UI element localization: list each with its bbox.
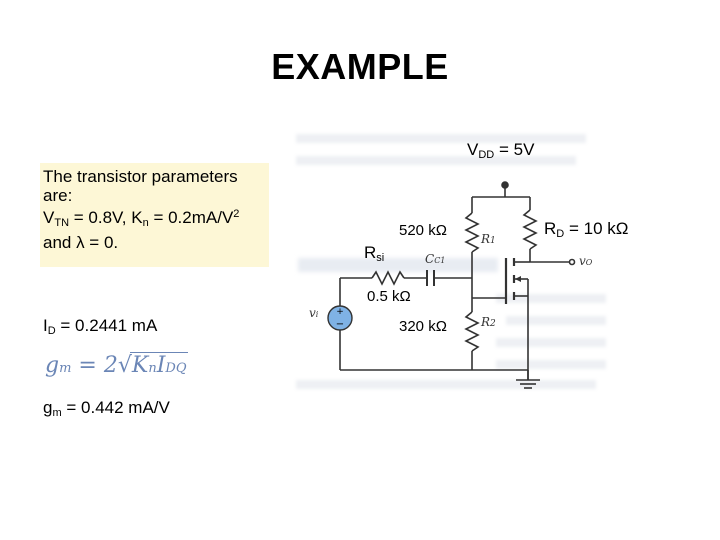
vtn-symbol: V [43, 208, 55, 227]
r2-value-label: 320 kΩ [399, 318, 447, 335]
kn-subscript: n [142, 217, 149, 229]
gm-value: = 0.442 mA/V [61, 398, 170, 417]
cc1-symbol: C [425, 252, 435, 266]
formula-i-sub: DQ [165, 361, 187, 376]
faded-line [496, 360, 606, 369]
cc1-subscript: C1 [434, 256, 446, 265]
formula-gm-sub: m [59, 361, 72, 376]
formula-k: K [131, 353, 149, 378]
formula-k-sub: n [148, 361, 157, 376]
circuit-wires [339, 181, 576, 389]
r1-name-label: R1 [481, 232, 496, 246]
r2-name-label: R2 [481, 315, 496, 329]
rsi-resistor [371, 270, 405, 286]
signal-source-icon [327, 305, 353, 331]
params-line-3: VTN = 0.8V, Kn = 0.2mA/V2 [43, 205, 269, 233]
rd-label: RD = 10 kΩ [544, 219, 628, 240]
vi-subscript: i [315, 310, 319, 319]
gm-symbol: g [43, 398, 53, 417]
slide-title: EXAMPLE [271, 46, 449, 87]
mosfet-arrow-icon [515, 276, 521, 282]
faded-line [496, 338, 606, 347]
vdd-symbol: V [467, 140, 479, 159]
formula-i: I [156, 353, 166, 378]
rd-symbol: R [544, 219, 557, 238]
kn-value: = 0.2m [148, 208, 206, 227]
vo-terminal [568, 258, 576, 266]
r2-symbol: R [481, 315, 491, 329]
rd-value: = 10 kΩ [564, 219, 629, 238]
source-plus-sign: + [336, 307, 344, 317]
source-minus-sign: − [336, 319, 344, 330]
gm-subscript: m [52, 407, 62, 419]
formula-radicand: KnIDQ [129, 352, 189, 378]
rsi-label: Rsi [364, 243, 384, 264]
transistor-parameters-box: The transistor parameters are: VTN = 0.8… [40, 163, 269, 267]
rd-subscript: D [556, 228, 565, 240]
id-symbol: I [43, 316, 48, 335]
r1-value-label: 520 kΩ [399, 222, 447, 239]
r1-subscript: 1 [490, 236, 496, 246]
faded-line [506, 316, 606, 325]
rsi-value-label: 0.5 kΩ [367, 288, 411, 305]
vi-symbol: v [309, 306, 316, 320]
params-line-4: and λ = 0. [43, 233, 119, 252]
r1-resistor [464, 212, 480, 253]
vdd-value: = 5V [494, 140, 535, 159]
id-subscript: D [47, 325, 56, 337]
vdd-label: VDD = 5V [467, 140, 534, 161]
params-line-2: are: [43, 186, 73, 205]
r2-subscript: 2 [490, 319, 496, 329]
transconductance-formula: gm = 2√KnIDQ [45, 352, 189, 378]
sqrt-symbol: √ [117, 353, 132, 378]
rsi-subscript: si [376, 252, 385, 264]
transconductance-result: gm = 0.442 mA/V [43, 398, 170, 419]
vo-subscript: O [585, 258, 593, 267]
faded-line [496, 294, 606, 303]
faded-line [296, 380, 596, 389]
faded-line [296, 134, 586, 143]
faded-line [296, 156, 576, 165]
drain-current-result: ID = 0.2441 mA [43, 316, 157, 337]
params-line-1: The transistor parameters [43, 167, 238, 186]
vo-label: vO [579, 254, 592, 268]
formula-equals: = 2 [71, 353, 118, 378]
cc1-label: CC1 [425, 252, 445, 266]
vtn-value: = 0.8V, K [69, 208, 143, 227]
id-value: = 0.2441 mA [55, 316, 158, 335]
vi-label: vi [309, 306, 318, 320]
kn-unit-exponent: 2 [233, 208, 240, 220]
faded-scan-background [296, 126, 606, 396]
r2-resistor [464, 311, 480, 352]
faded-line [298, 258, 498, 272]
vtn-subscript: TN [54, 217, 70, 229]
formula-gm: g [45, 353, 60, 378]
vdd-terminal [501, 181, 509, 189]
vo-symbol: v [579, 254, 586, 268]
rsi-symbol: R [364, 243, 377, 262]
rd-resistor [522, 209, 538, 250]
r1-symbol: R [481, 232, 491, 246]
vdd-subscript: DD [478, 149, 495, 161]
kn-unit: A/V [205, 208, 234, 227]
